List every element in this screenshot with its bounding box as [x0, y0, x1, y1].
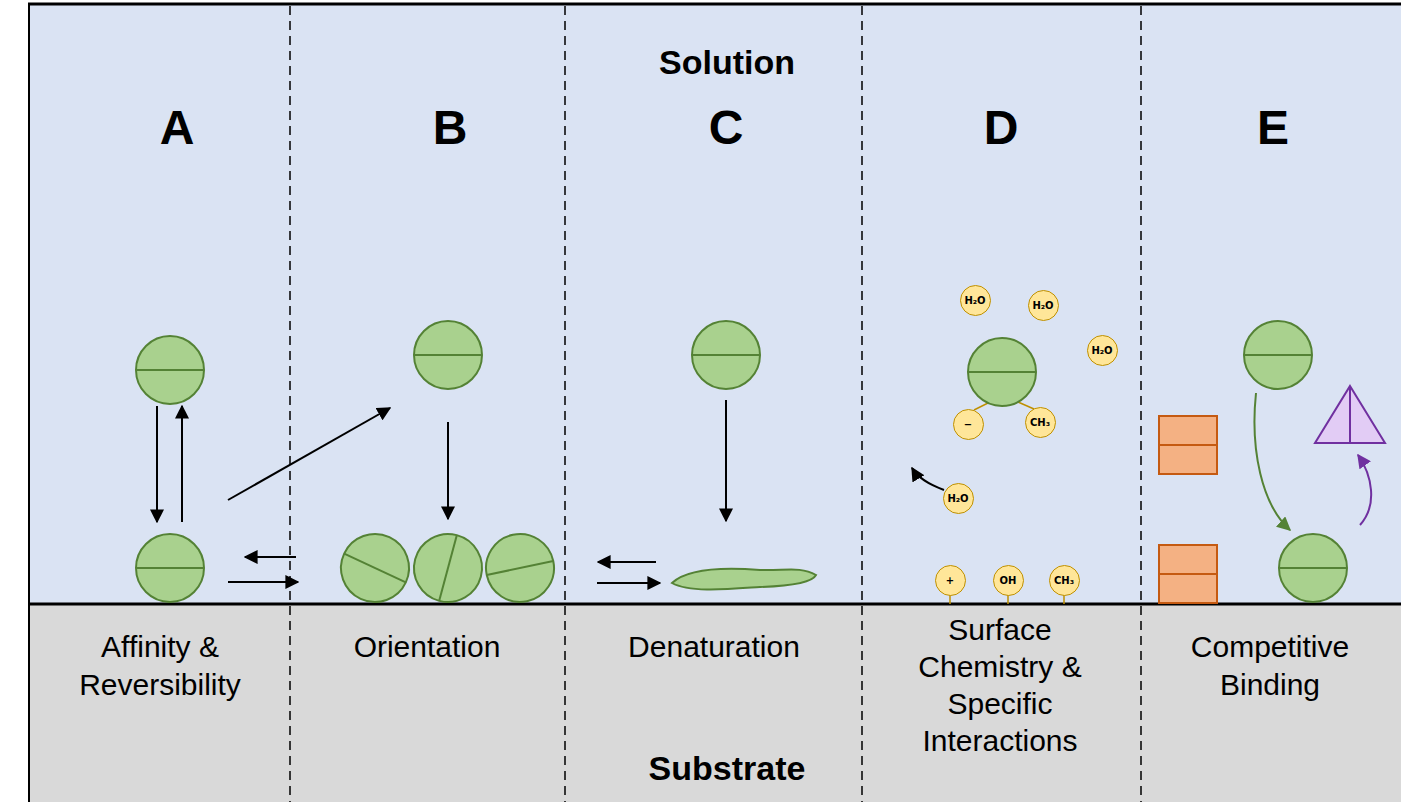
panel-letter: D [961, 100, 1041, 156]
molecule-bead: CH₃ [1049, 565, 1080, 596]
molecule-label: H₂O [1032, 300, 1053, 311]
molecule-bead: H₂O [960, 285, 991, 316]
molecule-bead: H₂O [1087, 335, 1118, 366]
molecule-label: H₂O [947, 493, 968, 504]
molecule-bead: H₂O [943, 483, 974, 514]
region-title: Solution [577, 42, 877, 82]
molecule-bead: OH [993, 565, 1024, 596]
molecule-bead: − [953, 409, 984, 440]
molecule-bead: H₂O [1028, 290, 1059, 321]
molecule-label: CH₃ [1030, 417, 1050, 428]
panel-caption: Denaturation [584, 628, 844, 666]
molecule-label: H₂O [964, 295, 985, 306]
panel-caption: Orientation [307, 628, 547, 666]
panel-caption: Surface Chemistry & Specific Interaction… [900, 611, 1100, 759]
panel-caption: Competitive Binding [1155, 628, 1385, 704]
panel-letter: C [686, 100, 766, 156]
molecule-label: − [964, 419, 972, 430]
panel-letter: E [1233, 100, 1313, 156]
panel-caption: Affinity & Reversibility [45, 628, 275, 704]
molecule-bead: + [935, 565, 966, 596]
region-title: Substrate [597, 748, 857, 788]
panel-letter: A [137, 100, 217, 156]
molecule-label: + [946, 575, 954, 586]
molecule-label: CH₃ [1054, 575, 1074, 586]
panel-letter: B [410, 100, 490, 156]
molecule-bead: CH₃ [1025, 407, 1056, 438]
molecule-label: OH [1000, 575, 1017, 586]
molecule-label: H₂O [1091, 345, 1112, 356]
